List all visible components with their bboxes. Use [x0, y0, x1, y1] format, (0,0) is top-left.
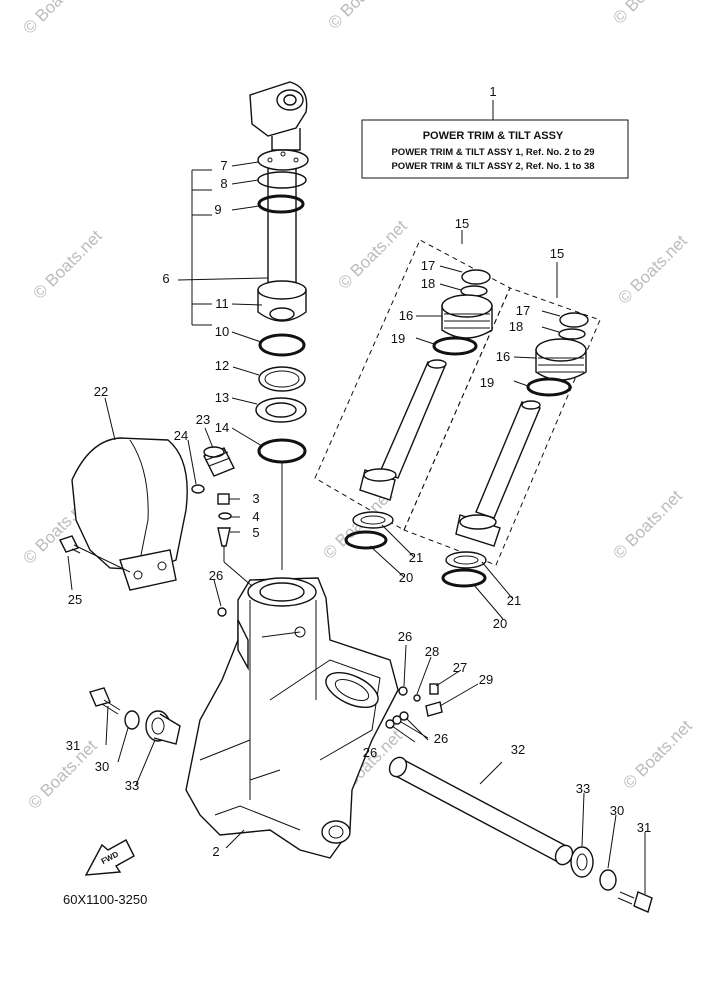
- plug-3: [217, 493, 230, 505]
- part-label-32: 32: [511, 742, 525, 757]
- part-label-29: 29: [479, 672, 493, 687]
- part-label-5: 5: [252, 525, 259, 540]
- part-label-19: 19: [480, 375, 494, 390]
- part-label-19: 19: [391, 331, 405, 346]
- title-line-1: POWER TRIM & TILT ASSY 1, Ref. No. 2 to …: [391, 147, 594, 158]
- part-label-8: 8: [220, 176, 227, 191]
- part-label-17: 17: [516, 303, 530, 318]
- part-label-3: 3: [252, 491, 259, 506]
- watermark: © Boats.net: [334, 216, 411, 293]
- part-label-14: 14: [215, 420, 229, 435]
- fwd-arrow-icon: FWD: [84, 839, 135, 876]
- oring-4: [218, 512, 232, 520]
- tilt-tube-32: [388, 756, 574, 866]
- part-label-13: 13: [215, 390, 229, 405]
- part-label-15: 15: [455, 216, 469, 231]
- watermark: © Boats.net: [619, 716, 696, 793]
- part-label-31: 31: [66, 738, 80, 753]
- part-label-6: 6: [162, 271, 169, 286]
- washer-30-left: [124, 710, 140, 730]
- watermark: © Boats.net: [609, 486, 686, 563]
- pin-27: [429, 683, 439, 695]
- part-number-labels: 2345678910111213141515161617171818191920…: [66, 158, 651, 859]
- part-label-26: 26: [398, 629, 412, 644]
- watermark: © Boats.net: [29, 226, 106, 303]
- oring-14: [257, 438, 307, 464]
- title-line-2: POWER TRIM & TILT ASSY 2, Ref. No. 1 to …: [391, 161, 594, 172]
- bushing-33-left: [145, 710, 181, 745]
- part-label-30: 30: [610, 803, 624, 818]
- reservoir-cover: [71, 437, 188, 591]
- screw-29: [425, 701, 443, 717]
- title-box: 1 POWER TRIM & TILT ASSY POWER TRIM & TI…: [361, 84, 629, 179]
- bolt-31-right: [617, 891, 653, 913]
- part-label-7: 7: [220, 158, 227, 173]
- watermark: © Boats.net: [609, 0, 686, 28]
- part-label-16: 16: [496, 349, 510, 364]
- watermark: © Boats.net: [324, 0, 401, 33]
- part-label-15: 15: [550, 246, 564, 261]
- diagram-code: 60X1100-3250: [63, 892, 147, 907]
- part-label-20: 20: [399, 570, 413, 585]
- valve-5: [217, 527, 231, 547]
- watermark: © Boats.net: [19, 0, 96, 38]
- washer-30-right: [599, 869, 617, 891]
- trim-tilt-body: [185, 577, 399, 859]
- leader-lines: [67, 161, 646, 894]
- part-label-33: 33: [125, 778, 139, 793]
- part-label-12: 12: [215, 358, 229, 373]
- part-label-28: 28: [425, 644, 439, 659]
- part-label-24: 24: [174, 428, 188, 443]
- part-label-26: 26: [209, 568, 223, 583]
- title-frame: [361, 119, 629, 179]
- part-label-18: 18: [509, 319, 523, 334]
- oring-10: [258, 333, 306, 357]
- trim-cylinder-2: [441, 312, 589, 588]
- part-label-10: 10: [215, 324, 229, 339]
- part-label-23: 23: [196, 412, 210, 427]
- part-label-11: 11: [215, 296, 229, 311]
- part-label-25: 25: [68, 592, 82, 607]
- filter-23: [203, 446, 235, 477]
- watermark: © Boats.net: [614, 231, 691, 308]
- bolt-25: [59, 535, 131, 573]
- part-label-26: 26: [434, 731, 448, 746]
- part-label-22: 22: [94, 384, 108, 399]
- part-label-9: 9: [214, 202, 221, 217]
- oring-24: [191, 484, 205, 494]
- part-label-33: 33: [576, 781, 590, 796]
- part-label-21: 21: [507, 593, 521, 608]
- part-label-17: 17: [421, 258, 435, 273]
- part-label-21: 21: [409, 550, 423, 565]
- part-label-4: 4: [252, 509, 259, 524]
- ball-28: [413, 694, 421, 702]
- ref-bracket: [191, 169, 212, 326]
- part-label-2: 2: [212, 844, 219, 859]
- part-label-26: 26: [363, 745, 377, 760]
- bushing-33-right: [570, 846, 594, 878]
- tilt-cylinder-rod: [249, 81, 309, 322]
- part-label-27: 27: [453, 660, 467, 675]
- title-ref-label: 1: [489, 84, 496, 99]
- title-heading: POWER TRIM & TILT ASSY: [423, 130, 564, 142]
- part-label-20: 20: [493, 616, 507, 631]
- part-label-18: 18: [421, 276, 435, 291]
- part-label-31: 31: [637, 820, 651, 835]
- part-label-16: 16: [399, 308, 413, 323]
- trim-cylinder-1: [344, 269, 493, 550]
- part-label-30: 30: [95, 759, 109, 774]
- watermark: © Boats.net: [24, 736, 101, 813]
- bolt-31-left: [89, 687, 121, 715]
